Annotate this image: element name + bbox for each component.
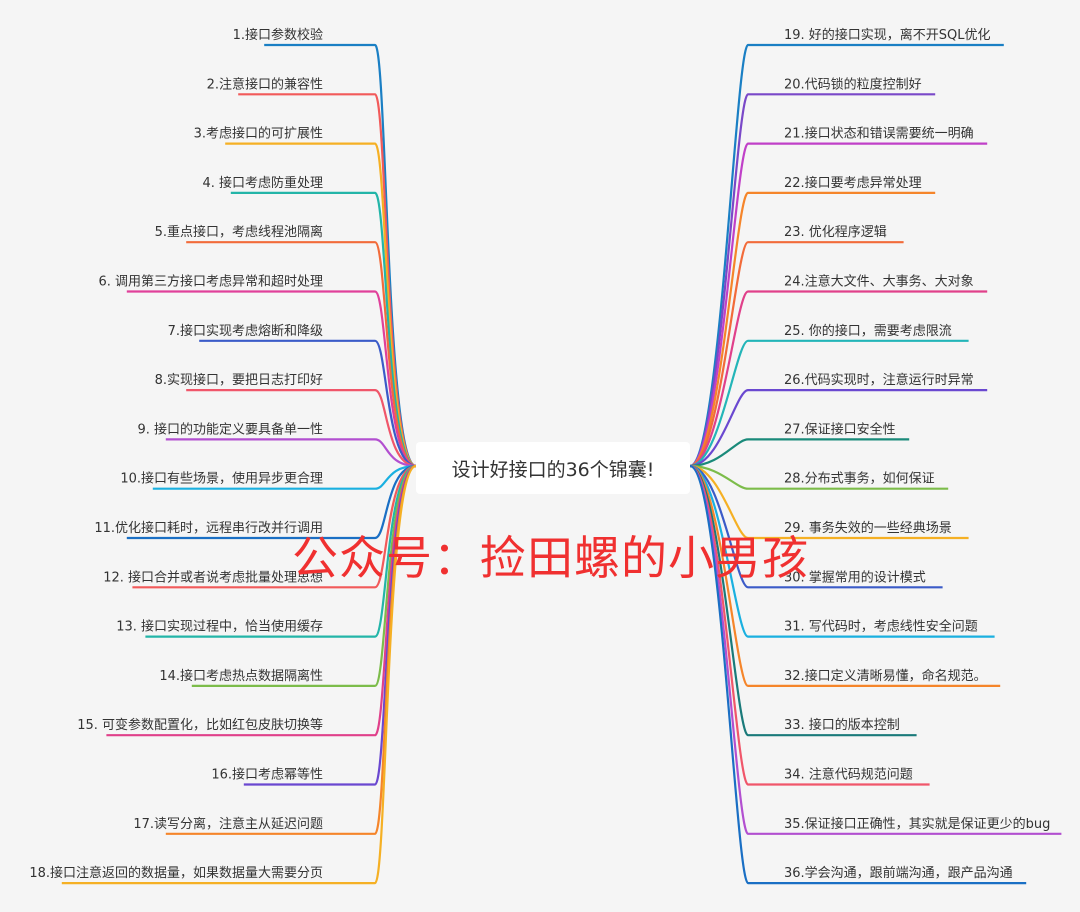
branch-line-left — [126, 290, 417, 468]
branch-label-right[interactable]: 36.学会沟通，跟前端沟通，跟产品沟通 — [784, 865, 1013, 881]
branch-line-left — [186, 389, 417, 468]
branch-label-left[interactable]: 15. 可变参数配置化，比如红包皮肤切换等 — [77, 717, 323, 733]
branch-line-left — [230, 191, 417, 468]
branch-label-left[interactable]: 12. 接口合并或者说考虑批量处理思想 — [103, 569, 323, 585]
watermark-text: 公众号：捡田螺的小男孩 — [292, 531, 809, 585]
branch-line-right — [689, 241, 904, 468]
branch-label-left[interactable]: 14.接口考虑热点数据隔离性 — [159, 668, 323, 684]
branch-label-left[interactable]: 7.接口实现考虑熔断和降级 — [168, 323, 323, 339]
branch-line-left — [126, 464, 417, 540]
branch-label-right[interactable]: 28.分布式事务，如何保证 — [784, 471, 935, 487]
branch-line-left — [145, 464, 417, 638]
branch-label-right[interactable]: 20.代码锁的粒度控制好 — [784, 76, 922, 92]
branch-line-right — [689, 142, 988, 468]
branch-label-right[interactable]: 33. 接口的版本控制 — [784, 717, 900, 733]
branch-label-left[interactable]: 10.接口有些场景，使用异步更合理 — [120, 471, 323, 487]
branch-line-right — [689, 191, 936, 468]
branch-line-right — [689, 389, 988, 468]
branch-line-right — [689, 464, 917, 737]
branch-label-right[interactable]: 22.接口要考虑异常处理 — [784, 175, 922, 191]
branch-label-right[interactable]: 26.代码实现时，注意运行时异常 — [784, 372, 974, 388]
branch-label-right[interactable]: 19. 好的接口实现，离不开SQL优化 — [784, 27, 991, 43]
branch-line-left — [152, 464, 417, 490]
branch-label-right[interactable]: 34. 注意代码规范问题 — [784, 767, 913, 783]
branch-label-right[interactable]: 24.注意大文件、大事务、大对象 — [784, 274, 974, 290]
center-topic-label: 设计好接口的36个锦囊! — [451, 458, 655, 481]
branch-label-left[interactable]: 3.考虑接口的可扩展性 — [194, 126, 323, 142]
branch-label-left[interactable]: 6. 调用第三方接口考虑异常和超时处理 — [98, 274, 323, 290]
branch-line-left — [186, 241, 417, 468]
branch-line-left — [199, 339, 417, 468]
branch-line-left — [106, 464, 417, 737]
branch-label-left[interactable]: 16.接口考虑幂等性 — [211, 767, 323, 783]
branch-line-right — [689, 290, 988, 468]
branch-label-left[interactable]: 4. 接口考虑防重处理 — [202, 175, 323, 191]
branch-label-right[interactable]: 29. 事务失效的一些经典场景 — [784, 520, 952, 536]
branch-line-right — [689, 339, 969, 468]
branch-line-left — [165, 438, 417, 468]
branch-label-left[interactable]: 9. 接口的功能定义要具备单一性 — [137, 421, 323, 437]
branch-label-right[interactable]: 35.保证接口正确性，其实就是保证更少的bug — [784, 816, 1050, 832]
branch-label-right[interactable]: 23. 优化程序逻辑 — [784, 225, 887, 240]
branch-line-right — [689, 438, 910, 468]
branch-line-right — [689, 464, 949, 490]
branch-line-left — [61, 464, 417, 885]
branch-label-left[interactable]: 17.读写分离，注意主从延迟问题 — [133, 816, 323, 832]
branch-label-right[interactable]: 31. 写代码时，考虑线性安全问题 — [784, 619, 978, 635]
branch-label-left[interactable]: 13. 接口实现过程中，恰当使用缓存 — [116, 619, 323, 635]
branch-label-right[interactable]: 30. 掌握常用的设计模式 — [784, 569, 926, 585]
branch-label-left[interactable]: 11.优化接口耗时，远程串行改并行调用 — [94, 520, 323, 536]
branch-label-right[interactable]: 27.保证接口安全性 — [784, 421, 896, 437]
center-topic[interactable]: 设计好接口的36个锦囊! — [416, 442, 690, 494]
branch-label-left[interactable]: 2.注意接口的兼容性 — [207, 76, 323, 92]
branch-line-right — [689, 464, 969, 540]
branch-line-right — [689, 464, 943, 589]
branch-label-left[interactable]: 5.重点接口，考虑线程池隔离 — [155, 224, 323, 240]
branch-label-left[interactable]: 18.接口注意返回的数据量，如果数据量大需要分页 — [29, 865, 323, 881]
branch-label-right[interactable]: 32.接口定义清晰易懂，命名规范。 — [784, 668, 987, 684]
branch-line-right — [689, 464, 1027, 885]
branch-label-left[interactable]: 1.接口参数校验 — [233, 27, 323, 43]
branch-label-right[interactable]: 21.接口状态和错误需要统一明确 — [784, 126, 974, 142]
branch-label-left[interactable]: 8.实现接口，要把日志打印好 — [155, 372, 323, 388]
branch-line-right — [689, 464, 995, 638]
branch-label-right[interactable]: 25. 你的接口，需要考虑限流 — [784, 323, 952, 339]
